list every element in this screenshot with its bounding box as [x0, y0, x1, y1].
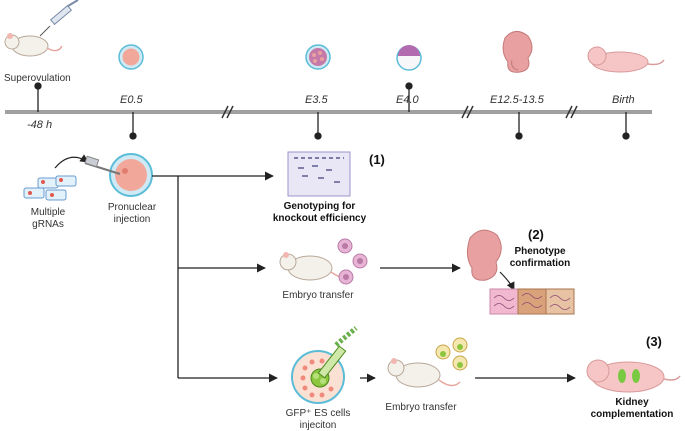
timeline-ticks: [34, 82, 630, 140]
timeline-label-e0-5: E0.5: [120, 94, 143, 106]
gfp-blastocyst-icon: [291, 326, 358, 404]
histology-icon: [489, 288, 575, 315]
embryo-transfer-label-b: Embryo transfer: [385, 402, 457, 413]
timeline-label-e4-0: E4.0: [396, 94, 419, 106]
step-2-label: (2): [528, 227, 544, 242]
timeline-label-birth: Birth: [612, 94, 635, 106]
timeline-label-e12-5: E12.5-13.5: [490, 94, 544, 106]
mouse-icon: [4, 33, 63, 57]
timeline-label-minus48h: -48 h: [27, 119, 53, 131]
grna-arrow: [54, 154, 89, 169]
superovulation-label: Superovulation: [4, 73, 71, 84]
kidney-pup-icon: [586, 359, 681, 393]
phenotype-arrow: [499, 271, 515, 291]
chimeric-embryos-icon: [435, 337, 468, 371]
timeline-label-e3-5: E3.5: [305, 94, 328, 106]
gel-icon: [287, 151, 351, 197]
grna-icon: [23, 175, 77, 201]
syringe-icon: [39, 0, 79, 37]
surrogate-mouse-icon: [279, 252, 353, 281]
transferred-embryos-icon: [337, 238, 368, 285]
pronuclear-embryo-icon: [84, 153, 153, 197]
workflow-lines: [152, 171, 576, 383]
step-1-label: (1): [369, 152, 385, 167]
phenotype-fetus-icon: [466, 229, 502, 281]
zygote-icon: [118, 44, 144, 70]
embryo-transfer-label-a: Embryo transfer: [282, 290, 354, 301]
timeline-breaks: [221, 105, 578, 119]
step-3-label: (3): [646, 334, 662, 349]
fetus-icon: [502, 31, 533, 73]
chimera-surrogate-mouse-icon: [387, 358, 461, 388]
morula-icon: [305, 44, 331, 70]
newborn-pup-icon: [587, 46, 665, 73]
blastocyst-icon: [396, 45, 422, 71]
